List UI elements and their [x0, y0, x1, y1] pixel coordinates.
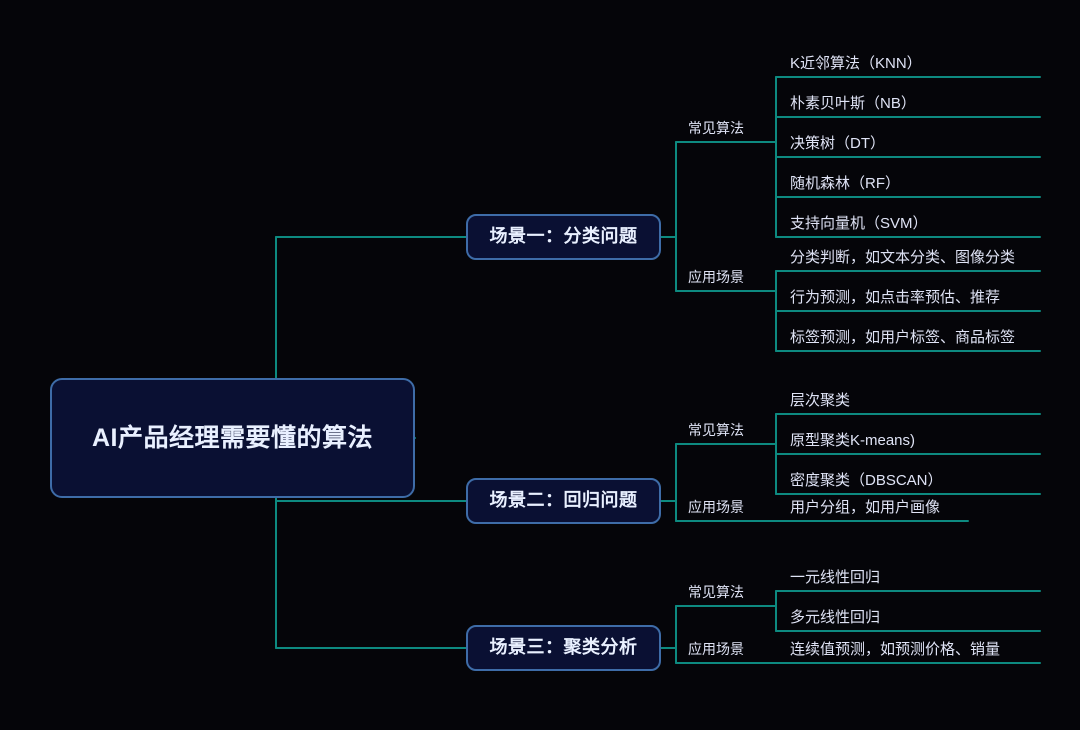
- root-node[interactable]: AI产品经理需要懂的算法: [50, 378, 415, 498]
- group-label[interactable]: 应用场景: [688, 269, 744, 285]
- leaf-node[interactable]: 层次聚类: [790, 392, 851, 409]
- leaf-node[interactable]: 多元线性回归: [790, 609, 881, 626]
- leaf-node[interactable]: 原型聚类K-means): [790, 432, 916, 449]
- leaf-node[interactable]: 用户分组，如用户画像: [790, 499, 941, 516]
- leaf-node[interactable]: 标签预测，如用户标签、商品标签: [790, 329, 1016, 346]
- group-label[interactable]: 常见算法: [688, 584, 744, 600]
- leaf-node[interactable]: 分类判断，如文本分类、图像分类: [790, 249, 1016, 266]
- group-label[interactable]: 应用场景: [688, 641, 744, 657]
- leaf-node[interactable]: 随机森林（RF）: [790, 175, 900, 192]
- group-label[interactable]: 常见算法: [688, 120, 744, 136]
- leaf-node[interactable]: 一元线性回归: [790, 569, 881, 586]
- leaf-node[interactable]: K近邻算法（KNN）: [790, 55, 922, 72]
- group-label[interactable]: 应用场景: [688, 499, 744, 515]
- leaf-node[interactable]: 决策树（DT）: [790, 135, 885, 152]
- branch-node-scenario-1[interactable]: 场景一：分类问题: [466, 214, 661, 260]
- leaf-node[interactable]: 支持向量机（SVM）: [790, 215, 928, 232]
- branch-node-scenario-2[interactable]: 场景二：回归问题: [466, 478, 661, 524]
- branch-node-label: 场景一：分类问题: [489, 226, 638, 247]
- root-node-label: AI产品经理需要懂的算法: [91, 423, 373, 452]
- leaf-node[interactable]: 连续值预测，如预测价格、销量: [790, 641, 1001, 658]
- group-label[interactable]: 常见算法: [688, 422, 744, 438]
- leaf-node[interactable]: 朴素贝叶斯（NB）: [790, 95, 916, 112]
- branch-node-scenario-3[interactable]: 场景三：聚类分析: [466, 625, 661, 671]
- leaf-node[interactable]: 行为预测，如点击率预估、推荐: [790, 289, 1001, 306]
- branch-node-label: 场景三：聚类分析: [489, 637, 638, 658]
- leaf-node[interactable]: 密度聚类（DBSCAN）: [790, 472, 943, 489]
- branch-node-label: 场景二：回归问题: [489, 490, 638, 511]
